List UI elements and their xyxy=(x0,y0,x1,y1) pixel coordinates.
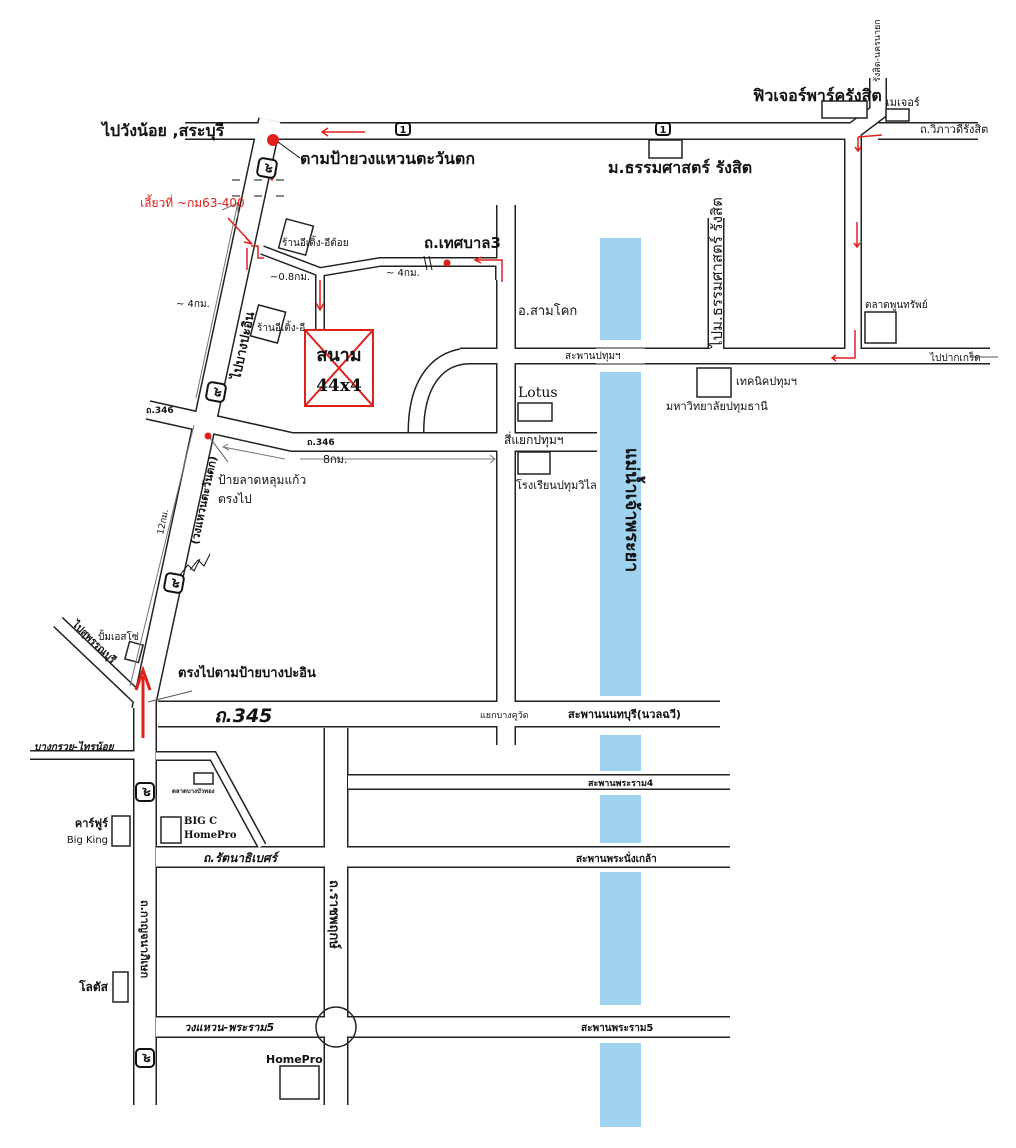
label-talad-poonsap: ตลาดพูนทรัพย์ xyxy=(865,299,928,311)
label-samkhok: อ.สามโคก xyxy=(518,303,577,319)
label-r346-b: ถ.346 xyxy=(307,438,335,448)
label-dist-08: ~0.8กม. xyxy=(270,272,310,283)
label-pump: ปั้มเอสโซ่ xyxy=(98,629,139,643)
field-name: สนาม xyxy=(316,345,361,366)
label-pathumthani-univ: มหาวิทยาลัยปทุมธานี xyxy=(666,400,768,413)
label-dist-4b: ~ 4กม. xyxy=(176,299,210,310)
label-bigc: BIG C xyxy=(184,816,217,827)
label-nonthaburi-bridge: สะพานนนทบุรี(นวลฉวี) xyxy=(568,708,681,722)
svg-text:๙: ๙ xyxy=(260,162,277,174)
label-carrefour: คาร์ฟูร์ xyxy=(75,817,108,831)
label-future-park: ฟิวเจอร์พาร์ครังสิต xyxy=(752,86,881,105)
label-straight-bangpain: ตรงไปตามป้ายบางปะอิน xyxy=(178,664,316,681)
label-rattanathibet: ถ.รัตนาธิเบศร์ xyxy=(203,851,280,865)
label-bangkruay: บางกรวย-ไทรน้อย xyxy=(34,740,115,753)
label-pathumwilai: โรงเรียนปทุมวิไล xyxy=(516,478,597,492)
label-wongwaen-rama5: วงแหวน-พระราม5 xyxy=(184,1021,275,1034)
field-size: 44x4 xyxy=(316,376,362,396)
label-major: เมเจอร์ xyxy=(886,96,920,109)
label-r345: ถ.345 xyxy=(214,705,272,727)
hwy1-shield: 1 xyxy=(395,122,411,136)
label-ratchaphruek: ถ.ราชพฤกษ์ xyxy=(326,880,342,949)
label-river: แม่น้ำเจ้าพระยา xyxy=(621,448,646,573)
field-marker[interactable]: สนาม 44x4 xyxy=(304,329,374,407)
svg-text:๙: ๙ xyxy=(167,577,184,589)
hwy9-shield: ๙ xyxy=(205,381,227,403)
label-pathum-bridge: สะพานปทุมฯ xyxy=(565,351,621,362)
label-sipathum: สี่แยกปทุมฯ xyxy=(504,431,564,448)
label-to-wangnoi: ไปวังน้อย ,สระบุรี xyxy=(100,121,225,141)
hwy1-shield: 1 xyxy=(655,122,671,136)
label-shop2: ร้านอีเติ้ง-อี xyxy=(257,320,305,334)
label-technic: เทคนิคปทุมฯ xyxy=(736,375,797,388)
label-bigc-homepro: HomePro xyxy=(184,830,237,841)
label-bang-khu-wat: แยกบางคูวัด xyxy=(480,711,529,721)
label-bigking: Big King xyxy=(67,835,108,846)
label-lotus-bottom: โลตัส xyxy=(78,979,109,994)
label-rama4: สะพานพระราม4 xyxy=(588,779,653,789)
label-bangbuathong-market: ตลาดบางบัวทอง xyxy=(172,787,215,795)
label-homepro: HomePro xyxy=(266,1053,323,1066)
label-turn-at: เลี้ยวที่ ~กม63-400 xyxy=(140,194,245,210)
label-rama5: สะพานพระราม5 xyxy=(581,1023,653,1034)
svg-text:๙: ๙ xyxy=(209,386,226,398)
label-rangsit-nakhonnayok: รังสิต-นครนายก xyxy=(872,19,883,82)
landmark-boxes xyxy=(111,100,910,1100)
label-straight: ตรงไป xyxy=(218,492,252,506)
label-follow-west-ring: ตามป้ายวงแหวนตะวันตก xyxy=(300,149,475,168)
hwy9-shield: ๙ xyxy=(163,572,185,594)
start-dot xyxy=(267,134,279,146)
hwy9-shield: ๙ xyxy=(135,782,155,802)
label-tesaban3: ถ.เทศบาล3 xyxy=(424,234,501,252)
label-kanchanaphisek: ถ.กาญจนาภิเษก xyxy=(138,900,151,978)
label-dist-4a: ~ 4กม. xyxy=(386,268,420,279)
hwy9-shield: ๙ xyxy=(135,1048,155,1068)
label-shop1: ร้านอีเติ้ง-อีต้อย xyxy=(282,235,349,249)
svg-text:๙: ๙ xyxy=(139,1053,154,1063)
chao-phraya-river xyxy=(600,238,641,1127)
label-dist-8: 8กม. xyxy=(323,453,347,466)
distance-arrows xyxy=(129,179,998,703)
hwy9-shield: ๙ xyxy=(256,157,278,179)
label-r346-a: ถ.346 xyxy=(146,406,174,416)
svg-text:1: 1 xyxy=(660,125,667,136)
svg-text:๙: ๙ xyxy=(139,787,154,797)
label-nangklao: สะพานพระนั่งเกล้า xyxy=(576,851,657,865)
label-thammasat: ม.ธรรมศาสตร์ รังสิต xyxy=(608,158,752,177)
label-to-pakkret: ไปปากเกร็ด xyxy=(929,350,981,364)
roads xyxy=(30,78,990,1105)
map-labels: ไปวังน้อย ,สระบุรี ตามป้ายวงแหวนตะวันตก … xyxy=(34,19,988,1066)
label-vibhavadi: ถ.วิภาวดีรังสิต xyxy=(920,123,988,136)
svg-text:1: 1 xyxy=(400,125,407,136)
label-dist-12: 12กม. xyxy=(156,508,171,535)
label-lotus: Lotus xyxy=(518,385,558,401)
label-to-thammasat: ไปม.ธรรมศาสตร์ รังสิต xyxy=(708,197,726,349)
label-lat-lum-kaeo: ป้ายลาดหลุมแก้ว xyxy=(218,473,306,488)
